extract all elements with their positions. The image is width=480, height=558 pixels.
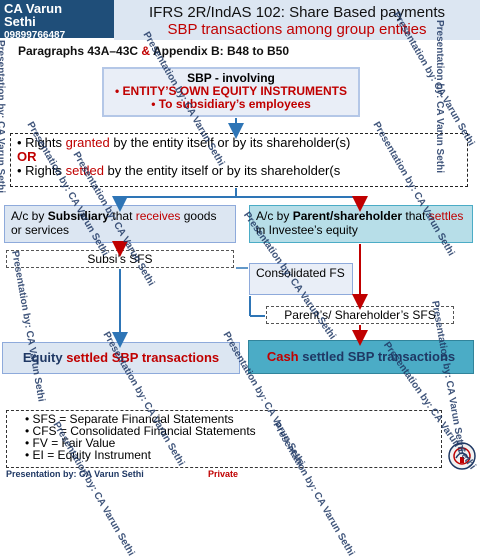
definitions-list: SFS = Separate Financial StatementsCFS =… [13, 413, 435, 461]
slide-title: IFRS 2R/IndAS 102: Share Based payments [149, 4, 445, 21]
footer-classification: Private [208, 469, 239, 479]
parent-keyword: settles [428, 209, 464, 223]
rights-granted-post: by the entity itself or by its sharehold… [109, 135, 351, 150]
rights-settled-post: by the entity itself or by its sharehold… [103, 163, 341, 178]
rights-settled-keyword: settled [65, 163, 104, 178]
subsidiary-mid: that [109, 209, 136, 223]
sbp-box-own-equity: • ENTITY’S OWN EQUITY INSTRUMENTS [115, 84, 347, 98]
watermark-text: Presentation by: CA Varun Sethi [0, 40, 6, 193]
subsidiary-post: goods or services [11, 209, 217, 237]
rights-granted-line: • Rights granted by the entity itself or… [17, 136, 461, 150]
equity-rest: settled SBP transactions [62, 350, 220, 365]
slide-subtitle: SBP transactions among group entities [167, 21, 427, 38]
paragraph-ref-amp: & [141, 44, 151, 58]
paragraph-ref-part2: Appendix B: B48 to B50 [152, 44, 290, 58]
definition-item: SFS = Separate Financial Statements [25, 413, 435, 425]
parent-post: in Investee’s equity [256, 223, 358, 237]
sbp-involving-box: SBP - involving • ENTITY’S OWN EQUITY IN… [102, 67, 360, 117]
subsidiary-pre: A/c by [11, 209, 48, 223]
author-name-line1: CA Varun [4, 1, 63, 16]
rights-settled-pre: • Rights [17, 163, 66, 178]
parent-accounting-box: A/c by Parent/shareholder that settles i… [249, 205, 473, 243]
footer-presenter: Presentation by: CA Varun Sethi [6, 469, 144, 479]
author-phone: 09899766487 [4, 30, 66, 41]
rights-settled-line: • Rights settled by the entity itself or… [17, 164, 461, 178]
subsidiary-keyword: receives [135, 209, 181, 223]
consolidated-fs-box: Consolidated FS [249, 263, 353, 295]
definitions-box: SFS = Separate Financial StatementsCFS =… [6, 410, 442, 468]
cash-rest: settled SBP transactions [298, 349, 456, 364]
rights-granted-keyword: granted [65, 135, 110, 150]
parent-mid: that [402, 209, 429, 223]
sbp-box-subsidiary-employees: • To subsidiary’s employees [151, 97, 311, 111]
rights-granted-pre: • Rights [17, 135, 66, 150]
watermark-text: Presentation by: CA Varun Sethi [434, 20, 445, 173]
paragraph-reference: Paragraphs 43A–43C & Appendix B: B48 to … [18, 44, 289, 58]
connector-arrows [112, 118, 368, 348]
definition-item: EI = Equity Instrument [25, 449, 435, 461]
parent-pre: A/c by [256, 209, 293, 223]
or-label: OR [17, 149, 37, 164]
title-banner [114, 0, 480, 40]
equity-keyword: Equity [22, 350, 63, 365]
sbp-box-heading: SBP - involving [187, 71, 275, 85]
definition-item: FV = Fair Value [25, 437, 435, 449]
author-name-line2: Sethi [4, 14, 36, 29]
cash-keyword: Cash [266, 349, 299, 364]
parent-bold: Parent/shareholder [292, 209, 403, 223]
paragraph-ref-part1: Paragraphs 43A–43C [18, 44, 139, 58]
icai-logo-icon [448, 442, 476, 470]
subsidiary-bold: Subsidiary [47, 209, 110, 223]
definition-item: CFS = Consolidated Financial Statements [25, 425, 435, 437]
author-box: CA Varun Sethi [0, 0, 114, 38]
